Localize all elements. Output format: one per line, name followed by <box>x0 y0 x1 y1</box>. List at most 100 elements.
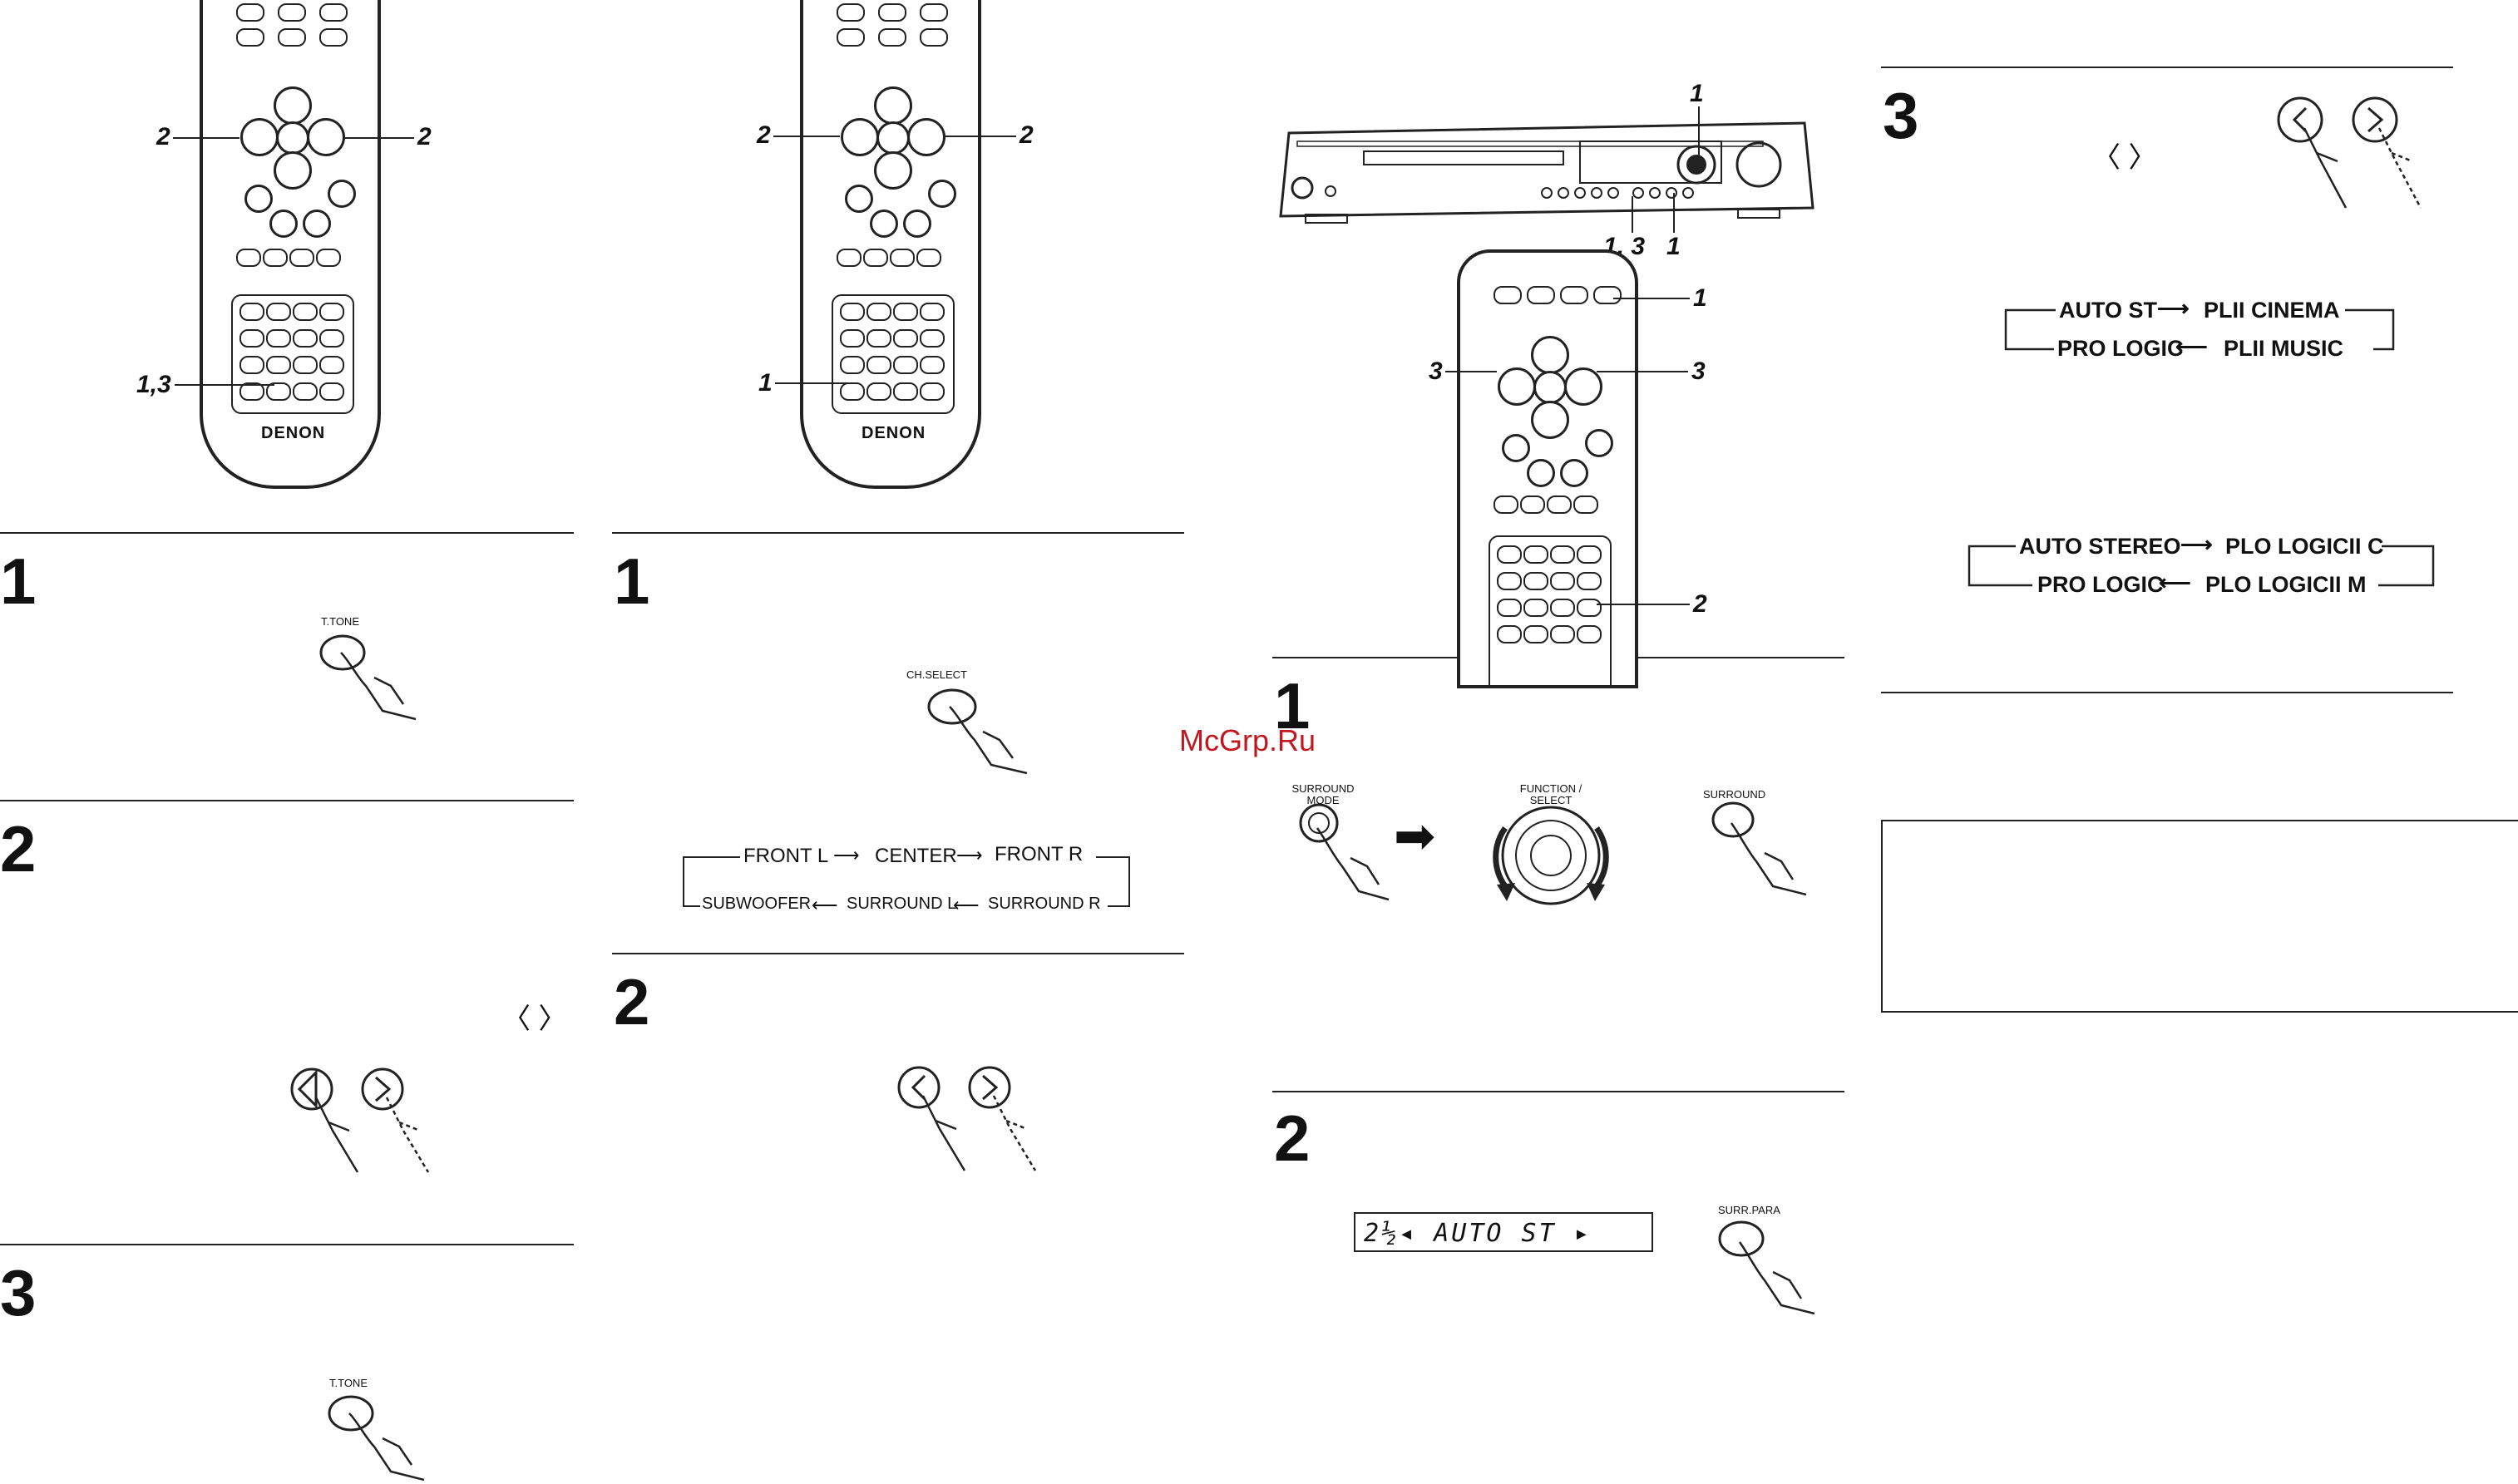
divider <box>0 532 574 534</box>
cursor-down-key <box>874 151 912 190</box>
ch-select-key <box>840 356 865 374</box>
remote-key <box>1497 599 1522 617</box>
remote-key <box>319 382 344 401</box>
leader-line <box>1632 196 1633 233</box>
remote-key <box>863 249 888 267</box>
leader-line <box>775 382 852 384</box>
front-display: 2½◂ AUTO ST ▸ <box>1354 1212 1653 1252</box>
step-number: 2 <box>614 965 650 1038</box>
remote-key <box>1577 545 1602 564</box>
remote-key <box>293 356 318 374</box>
remote-key <box>893 303 918 321</box>
flow-arrow: ⟵ <box>2175 334 2208 359</box>
play-key <box>845 185 873 213</box>
sequence-arrow-icon: ➡ <box>1394 808 1436 864</box>
remote-key <box>239 356 264 374</box>
remote-key <box>878 28 906 47</box>
flow-loop-lines <box>2004 308 2395 351</box>
button-label: FUNCTION / SELECT <box>1519 782 1582 806</box>
leader-line <box>175 384 274 386</box>
callout-number: 1 <box>1666 233 1681 260</box>
play-key <box>1502 434 1530 462</box>
remote-key <box>1520 495 1545 514</box>
remote-key <box>1560 286 1588 304</box>
remote-key <box>866 329 891 348</box>
remote-key <box>1550 572 1575 590</box>
flow-item-surround-r: SURROUND R <box>988 895 1101 913</box>
volume-up-key <box>1585 429 1613 457</box>
divider <box>612 532 1184 534</box>
step-number: 1 <box>0 545 37 618</box>
cursor-left-key <box>240 118 279 156</box>
remote-key <box>866 303 891 321</box>
remote-key <box>263 249 288 267</box>
remote-brand: DENON <box>261 424 326 442</box>
cursor-right-key <box>307 118 345 156</box>
callout-number: 2 <box>156 123 170 150</box>
flow-item-subwoofer: SUBWOOFER <box>702 895 812 913</box>
button-label: SURROUND <box>1703 788 1766 801</box>
button-label: SURROUND MODE <box>1291 782 1355 806</box>
flow-arrow: ⟵ <box>812 895 838 915</box>
enter-key <box>276 121 309 155</box>
cursor-up-key <box>874 86 912 125</box>
remote-key <box>319 356 344 374</box>
finger-press-icon <box>1718 1220 1815 1315</box>
leader-line <box>343 137 414 139</box>
remote-key <box>1497 625 1522 643</box>
remote-key <box>866 382 891 401</box>
remote-key <box>837 249 862 267</box>
leader-line <box>1445 371 1497 372</box>
remote-key <box>239 303 264 321</box>
remote-key <box>316 249 341 267</box>
remote-key <box>319 3 348 22</box>
callout-number: 2 <box>1020 121 1034 149</box>
remote-key <box>319 329 344 348</box>
finger-press-icon <box>319 634 417 721</box>
flow-item-plii-music: PLII MUSIC <box>2224 336 2344 361</box>
callout-number: 2 <box>417 123 432 150</box>
cursor-up-key <box>1531 336 1569 374</box>
remote-key <box>893 329 918 348</box>
flow-item-pro-logic: PRO LOGIC <box>2057 336 2184 361</box>
remote-key <box>1547 495 1572 514</box>
step-number: 3 <box>0 1256 37 1329</box>
leader-line <box>1597 371 1688 372</box>
remote-key <box>293 303 318 321</box>
button-label: T.TONE <box>321 615 359 628</box>
volume-down-key <box>903 210 931 238</box>
flow-arrow: ⟶ <box>956 845 983 865</box>
cursor-left-key <box>1498 367 1536 406</box>
remote-key <box>289 249 314 267</box>
flow-item-auto-stereo: AUTO STEREO <box>2019 534 2181 559</box>
remote-key <box>893 356 918 374</box>
flow-loop-lines <box>683 856 1130 907</box>
volume-up-key <box>328 180 356 208</box>
remote-key <box>893 382 918 401</box>
divider <box>612 953 1184 954</box>
callout-number: 3 <box>1429 357 1443 385</box>
stop-key <box>269 210 298 238</box>
t-tone-key <box>266 356 291 374</box>
remote-key <box>1523 599 1548 617</box>
leader-line <box>773 136 840 137</box>
flow-item-pro-logic: PRO LOGIC <box>2037 572 2164 597</box>
remote-key <box>920 356 945 374</box>
remote-control-illustration <box>1457 249 1638 688</box>
callout-number: 1,3 <box>136 371 171 398</box>
remote-key <box>878 3 906 22</box>
note-box <box>1881 820 2518 1013</box>
leader-line <box>1673 193 1675 233</box>
cursor-left-key <box>841 118 879 156</box>
function-select-knob-icon <box>1493 806 1609 905</box>
remote-key <box>890 249 915 267</box>
cursor-up-key <box>274 86 312 125</box>
remote-key <box>1527 286 1555 304</box>
button-label: SURR.PARA <box>1718 1204 1780 1216</box>
remote-key <box>266 329 291 348</box>
remote-key <box>1523 572 1548 590</box>
step-number: 3 <box>1883 79 1919 152</box>
remote-key <box>916 249 941 267</box>
callout-number: 1 <box>1693 284 1707 312</box>
flow-item-front-r: FRONT R <box>995 843 1084 865</box>
